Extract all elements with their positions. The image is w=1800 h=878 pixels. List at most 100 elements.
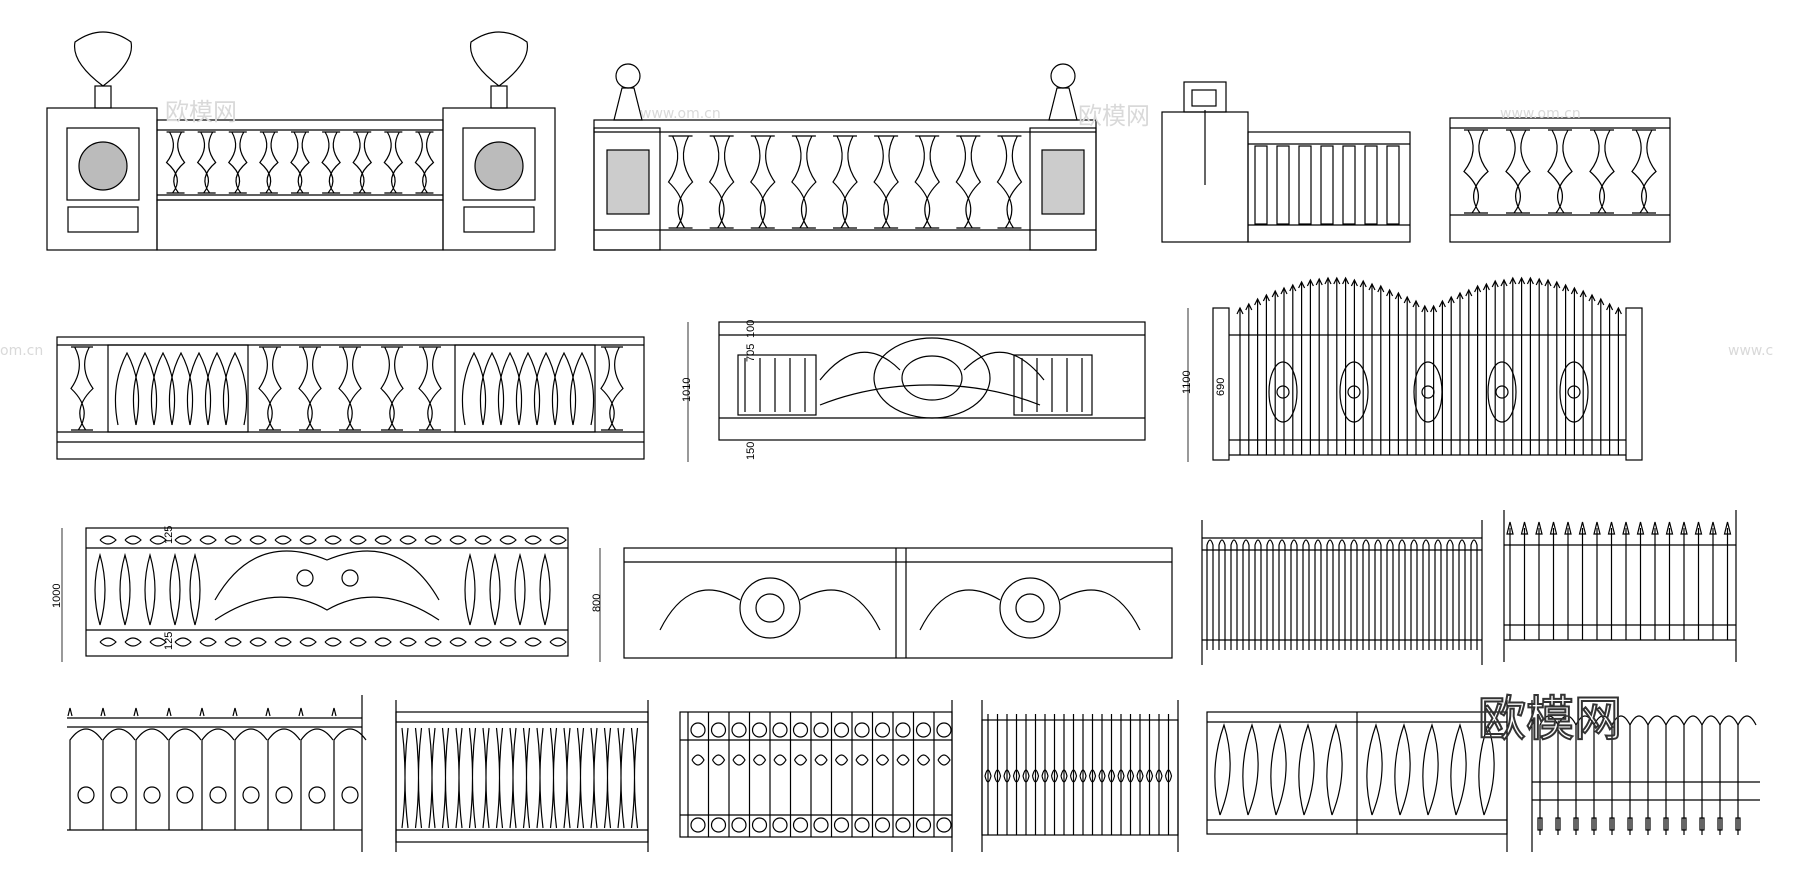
spear-tip — [1509, 276, 1517, 285]
baluster — [749, 135, 776, 229]
scroll-railing-1000 — [61, 527, 569, 662]
scroll — [124, 535, 142, 545]
spear-tip — [1506, 521, 1514, 535]
picket-fence-arched — [1201, 520, 1483, 665]
grid-ornament — [732, 754, 746, 766]
grid-ornament — [773, 754, 787, 766]
spear-tip — [1535, 277, 1543, 286]
scroll — [524, 637, 542, 647]
baluster-bar — [1320, 145, 1334, 225]
spear-diamond — [1098, 769, 1106, 783]
baluster — [1505, 129, 1531, 214]
medallion — [209, 786, 227, 804]
spear-tip — [1723, 521, 1732, 535]
spear-tip — [1491, 279, 1499, 288]
leaf-motif — [186, 351, 212, 426]
leaf-motif — [1478, 723, 1495, 816]
spear-diamond — [1136, 769, 1144, 783]
baluster-bar — [563, 727, 571, 829]
grid-rosette — [854, 817, 870, 833]
ornament — [1559, 361, 1589, 423]
baluster — [70, 346, 94, 431]
watermark-url-edge-right: www.c — [1728, 343, 1773, 359]
spear-tip — [1386, 288, 1394, 297]
finial — [331, 707, 337, 717]
scroll — [224, 637, 242, 647]
gothic-arch — [1665, 715, 1685, 782]
leaf-motif — [94, 552, 106, 626]
grid-ornament — [916, 754, 931, 766]
scroll — [249, 535, 267, 545]
baluster-bar — [522, 727, 531, 829]
spear-foot — [1573, 817, 1579, 831]
spear-tip — [1333, 276, 1341, 285]
scroll — [224, 535, 242, 545]
baluster-bar — [590, 727, 598, 829]
spear-diamond — [984, 769, 992, 783]
baluster — [996, 135, 1023, 229]
spear-tip — [1520, 521, 1529, 535]
leaf-motif — [464, 552, 476, 626]
grid-ornament — [711, 754, 726, 766]
dim-690: 690 — [1215, 378, 1227, 396]
spear-tip — [1500, 278, 1508, 287]
spear-tip — [1680, 521, 1688, 535]
finial — [265, 707, 271, 717]
picket — [1302, 539, 1310, 650]
baluster-bar — [1342, 145, 1356, 225]
finial — [133, 707, 139, 717]
watermark-url-1: www.om.cn — [640, 106, 721, 122]
gothic-arch — [1737, 715, 1757, 782]
dim-1100: 1100 — [1181, 370, 1193, 394]
arch — [102, 728, 136, 830]
spear-tip — [1368, 282, 1376, 291]
spear-tip — [1342, 276, 1350, 285]
spear-tip — [1549, 521, 1558, 535]
gothic-arch — [1683, 715, 1703, 782]
leaf-motif — [1326, 723, 1343, 816]
balustrade-small — [1449, 117, 1671, 243]
baluster — [259, 131, 279, 194]
spear-tip — [1254, 297, 1262, 306]
spear-tip — [1359, 279, 1367, 288]
spear-tip — [1593, 521, 1601, 535]
baluster-bar — [468, 727, 477, 829]
grid-rosette — [915, 817, 932, 833]
baluster — [290, 131, 310, 194]
scroll — [549, 637, 567, 647]
spear-tip — [1412, 299, 1420, 308]
grid-rosette — [895, 817, 911, 833]
watermark-big: 欧模网 — [1478, 691, 1622, 747]
scroll — [174, 535, 192, 545]
scroll — [349, 637, 367, 647]
baluster-bar — [630, 727, 639, 829]
leaf-motif — [204, 351, 230, 426]
spear-tip — [1607, 521, 1616, 535]
spear-foot — [1645, 817, 1651, 831]
scroll — [374, 535, 392, 545]
spear-tip — [1597, 297, 1605, 306]
spear-tip — [1465, 288, 1473, 297]
leaf-motif — [1450, 723, 1467, 816]
leaf-motif — [150, 351, 176, 426]
leaf-motif — [1270, 723, 1287, 816]
ornament — [1413, 361, 1443, 423]
spear-diamond — [1003, 769, 1011, 783]
scroll — [299, 535, 317, 545]
spear-diamond — [1031, 769, 1040, 783]
spear-diamond — [1069, 769, 1078, 783]
scroll — [449, 535, 467, 545]
grid-rosette — [772, 817, 788, 833]
scroll — [324, 637, 342, 647]
grid-ornament — [875, 754, 890, 766]
medallion — [77, 786, 95, 804]
spear-tip — [1350, 278, 1358, 287]
finial — [298, 707, 304, 717]
picket — [1374, 539, 1382, 650]
grid-ornament — [814, 754, 828, 766]
picket — [1278, 539, 1286, 650]
scroll — [349, 535, 367, 545]
spear-diamond — [1155, 769, 1163, 783]
scroll — [274, 535, 292, 545]
medallion — [242, 786, 260, 804]
